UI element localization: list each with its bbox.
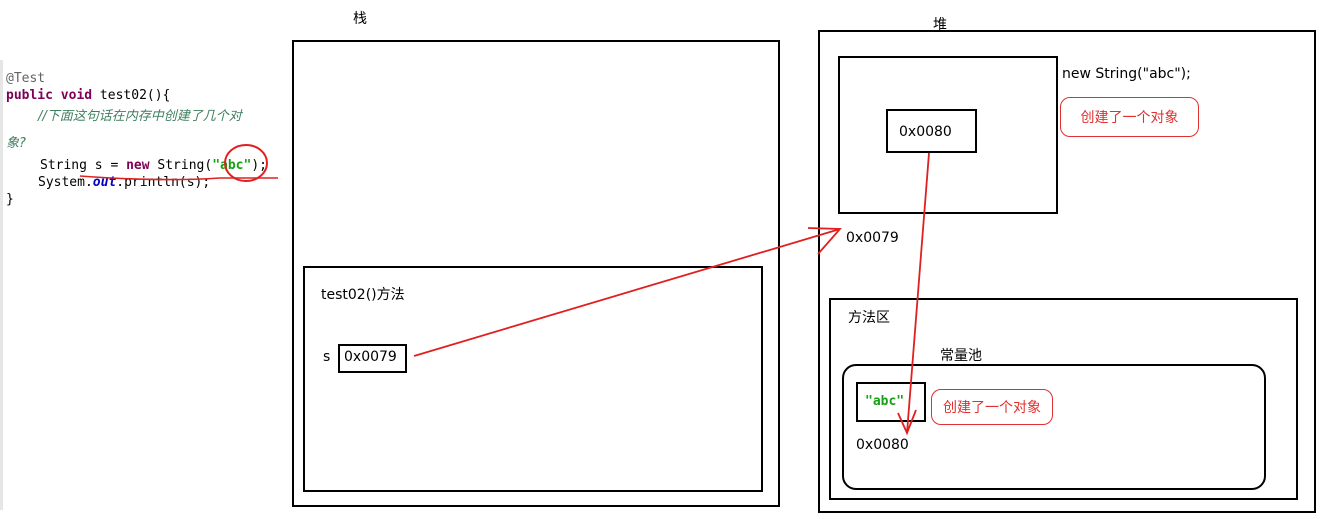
code-string-statement: String s = new String("abc"); bbox=[40, 158, 267, 173]
constant-pool-region bbox=[842, 364, 1266, 490]
string-object-value-cell bbox=[886, 109, 977, 153]
created-note-pool: 创建了一个对象 bbox=[931, 389, 1053, 425]
method-frame-label: test02()方法 bbox=[321, 287, 405, 303]
heap-title: 堆 bbox=[933, 17, 947, 33]
method-area-region bbox=[829, 298, 1298, 500]
code-panel: @Test public void test02(){ //下面这句话在内存中创… bbox=[0, 0, 290, 519]
string-object-value: 0x0080 bbox=[899, 124, 952, 140]
stack-var-cell bbox=[338, 344, 407, 373]
stack-title: 栈 bbox=[353, 11, 367, 27]
stack-var-value: 0x0079 bbox=[344, 349, 397, 365]
stack-var-name: s bbox=[323, 349, 331, 365]
code-annotation: @Test bbox=[6, 71, 46, 86]
method-area-label: 方法区 bbox=[848, 310, 890, 326]
string-object-box bbox=[838, 56, 1058, 214]
new-string-label: new String("abc"); bbox=[1062, 66, 1191, 82]
code-comment-wrap: 象? bbox=[6, 136, 26, 151]
code-method-signature: public void test02(){ bbox=[6, 88, 171, 103]
constant-pool-label: 常量池 bbox=[940, 348, 982, 364]
editor-gutter bbox=[0, 60, 3, 510]
code-comment: //下面这句话在内存中创建了几个对 bbox=[38, 109, 242, 124]
pool-string-literal: "abc" bbox=[865, 394, 905, 409]
created-note-heap: 创建了一个对象 bbox=[1060, 97, 1199, 137]
string-object-address: 0x0079 bbox=[846, 230, 899, 246]
code-println-statement: System.out.println(s); bbox=[38, 175, 211, 190]
pool-string-address: 0x0080 bbox=[856, 437, 909, 453]
code-closing-brace: } bbox=[6, 192, 14, 207]
